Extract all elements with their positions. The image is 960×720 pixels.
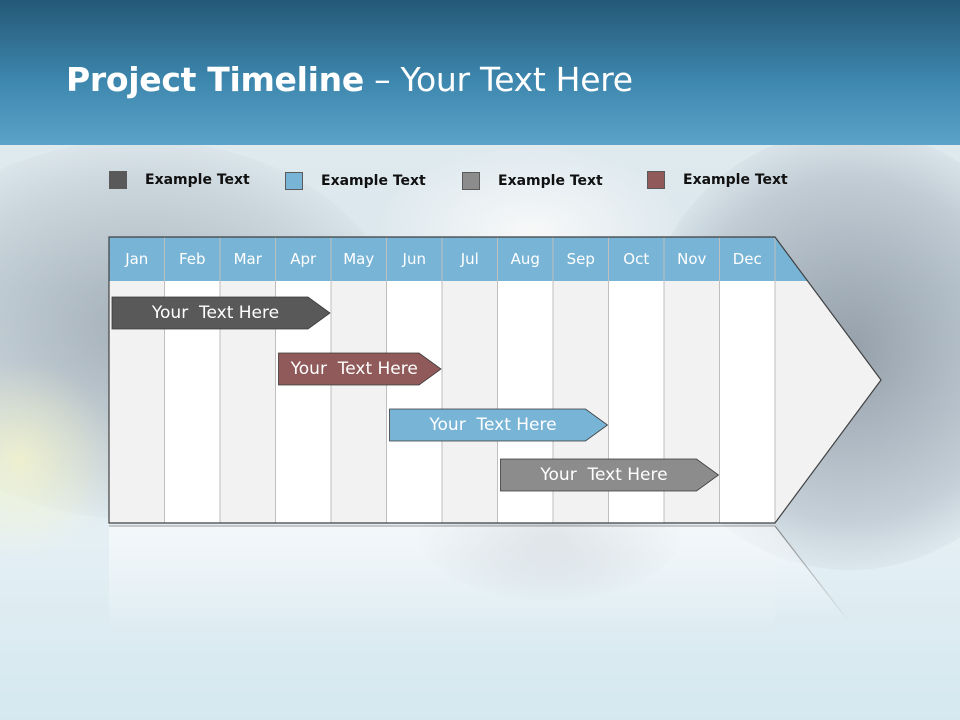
- month-column: [331, 281, 387, 523]
- month-label: Mar: [233, 250, 262, 268]
- legend-swatch: [109, 171, 127, 189]
- month-column: [386, 281, 442, 523]
- timeline-outline: [108, 236, 882, 524]
- legend-item: Example Text: [462, 172, 603, 190]
- arrow-head: [775, 237, 881, 523]
- task-label: Your Text Here: [151, 303, 280, 323]
- month-label: Jun: [402, 250, 426, 268]
- month-header-cell: [275, 237, 331, 281]
- month-label: Jan: [125, 250, 149, 268]
- legend-swatch: [462, 172, 480, 190]
- legend-item: Example Text: [647, 171, 788, 189]
- legend-label: Example Text: [498, 173, 603, 189]
- task-label: Your Text Here: [540, 465, 668, 485]
- reflection-fill: [109, 526, 775, 636]
- title-banner: [0, 0, 960, 145]
- task-label: Your Text Here: [290, 359, 418, 379]
- task-bars: [111, 296, 720, 492]
- month-label: Aug: [510, 250, 540, 268]
- month-column: [442, 281, 498, 523]
- title-rest: – Your Text Here: [363, 60, 633, 99]
- legend-item: Example Text: [109, 171, 250, 189]
- task-bar: [111, 296, 331, 330]
- month-column: [719, 281, 775, 523]
- month-header-cell: [719, 237, 775, 281]
- month-header-cell: [220, 237, 276, 281]
- reflection-edge: [774, 525, 851, 624]
- month-label: Jul: [460, 250, 479, 268]
- month-header-cell: [442, 237, 498, 281]
- legend-swatch: [285, 172, 303, 190]
- timeline-reflection: [108, 525, 851, 636]
- month-header-cell: [331, 237, 387, 281]
- legend-swatch: [647, 171, 665, 189]
- month-label: Oct: [623, 250, 650, 268]
- month-label: Sep: [566, 250, 595, 268]
- month-label: Apr: [290, 250, 317, 268]
- month-header-cell: [608, 237, 664, 281]
- month-header-cell: [109, 237, 165, 281]
- legend-label: Example Text: [683, 172, 788, 188]
- title-bold: Project Timeline: [66, 60, 364, 99]
- task-bar: [500, 458, 720, 492]
- task-bar: [278, 352, 442, 386]
- page-title: Project Timeline – Your Text Here: [66, 60, 633, 99]
- month-header-cell: [664, 237, 720, 281]
- month-label: Nov: [677, 250, 707, 268]
- month-label: Dec: [732, 250, 762, 268]
- month-label: Feb: [178, 250, 206, 268]
- month-header-cell: [553, 237, 609, 281]
- legend-item: Example Text: [285, 172, 426, 190]
- month-header-cell: [164, 237, 220, 281]
- month-header-cell: [497, 237, 553, 281]
- month-header-cell: [386, 237, 442, 281]
- legend-label: Example Text: [321, 173, 426, 189]
- month-label: May: [343, 250, 375, 268]
- task-label: Your Text Here: [429, 415, 557, 435]
- task-bar: [389, 408, 609, 442]
- legend-label: Example Text: [145, 172, 250, 188]
